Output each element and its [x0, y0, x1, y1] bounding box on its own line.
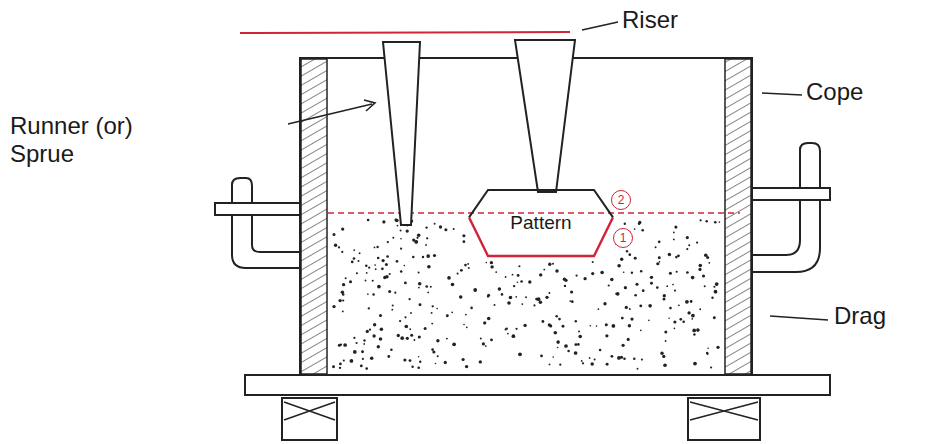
- callout-text: 1: [620, 232, 627, 244]
- callout-number: 2: [611, 190, 631, 210]
- pattern-shape: Pattern: [468, 188, 614, 258]
- part-label: Runner (or) Sprue: [10, 112, 170, 167]
- part-label: Cope: [806, 78, 863, 106]
- pattern-label: Pattern: [510, 212, 571, 234]
- callout-number: 1: [613, 228, 633, 248]
- callout-text: 2: [618, 194, 625, 206]
- part-label: Riser: [622, 6, 678, 34]
- part-label: Drag: [834, 302, 886, 330]
